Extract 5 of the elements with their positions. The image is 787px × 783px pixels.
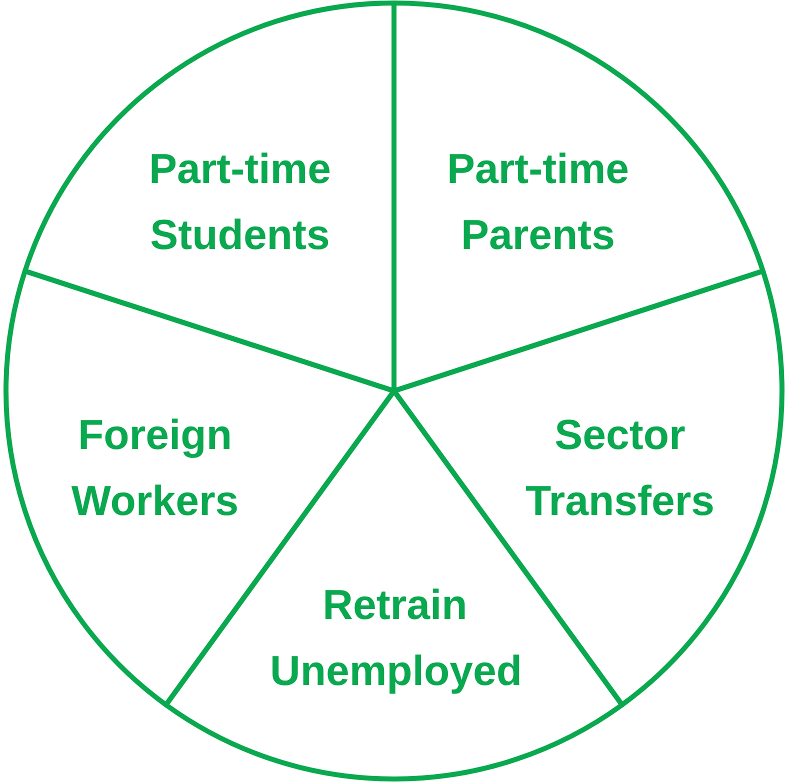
- sector-label: Retrain Unemployed: [270, 580, 520, 696]
- sector-label: Foreign Workers: [70, 410, 240, 526]
- sector-label: Part-time Parents: [446, 144, 630, 260]
- sector-label: Sector Transfers: [524, 410, 716, 526]
- sector-label: Part-time Students: [148, 144, 332, 260]
